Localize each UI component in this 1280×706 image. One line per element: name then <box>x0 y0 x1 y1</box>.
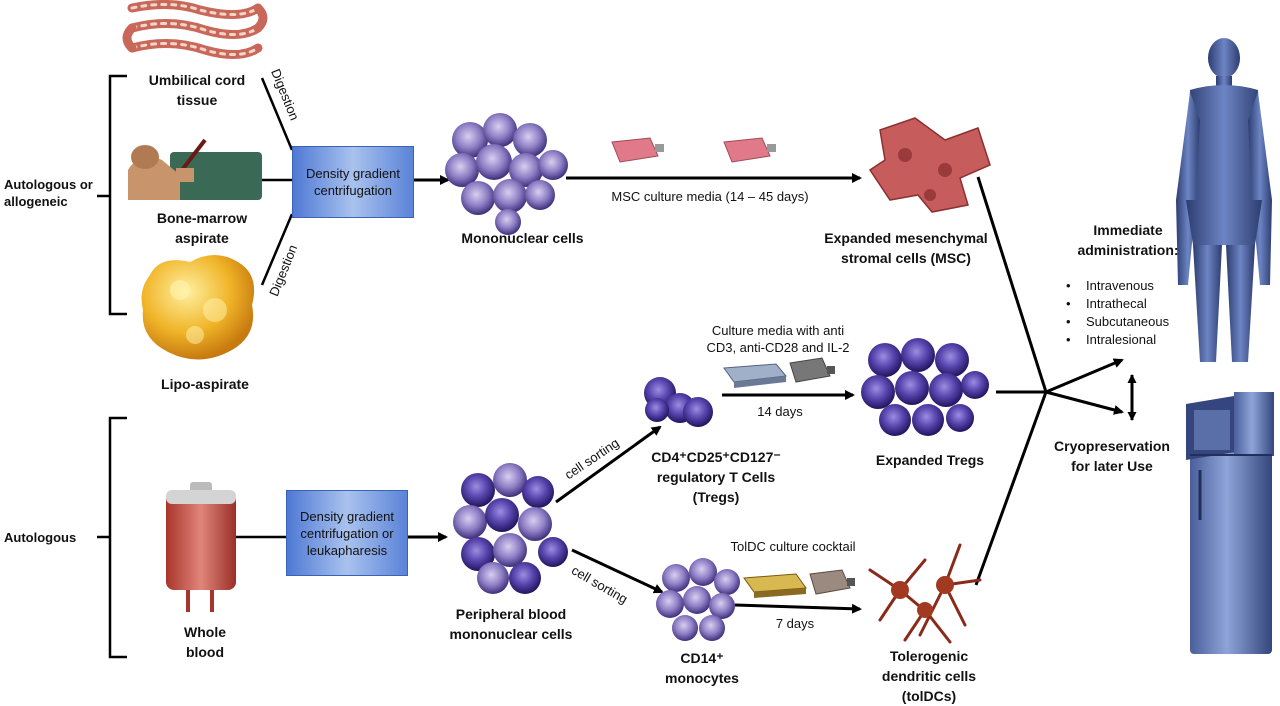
blood-bag-image <box>166 482 236 612</box>
tregs-days-label: 14 days <box>757 404 803 419</box>
route-item: Subcutaneous <box>1066 313 1186 331</box>
density-gradient-text-top: Density gradient centrifugation <box>306 166 400 198</box>
msc-media-label: MSC culture media (14 – 45 days) <box>611 189 809 204</box>
bone-marrow-label: Bone-marrow aspirate <box>156 210 248 246</box>
expanded-tregs-label: Expanded Tregs <box>875 452 985 468</box>
toldc-cells-image <box>868 543 982 644</box>
human-body-image <box>1176 38 1272 362</box>
autologous-or-allogeneic-label: Autologous or allogeneic <box>4 177 93 209</box>
expanded-tregs-image <box>861 338 989 436</box>
culture-flask-icon <box>789 357 835 383</box>
bracket-top <box>108 74 127 316</box>
toldc-label: Tolerogenic dendritic cells (tolDCs) <box>881 648 977 704</box>
lipo-aspirate-label: Lipo-aspirate <box>161 376 249 392</box>
bracket-bottom <box>108 416 127 659</box>
autologous-label: Autologous <box>4 530 77 545</box>
culture-flask-icon <box>611 137 664 163</box>
tregs-cell-label: CD4⁺CD25⁺CD127⁻ regulatory T Cells (Treg… <box>651 449 781 505</box>
culture-tray-icon <box>723 363 787 388</box>
immediate-administration-label: Immediate administration: <box>1077 222 1179 258</box>
density-gradient-box-bottom: Density gradient centrifugation or leuka… <box>286 490 408 576</box>
msc-cells-image <box>868 117 991 213</box>
toldc-media-label: TolDC culture cocktail <box>730 539 856 554</box>
expanded-msc-label: Expanded mesenchymal stromal cells (MSC) <box>824 230 988 266</box>
refrigerator-image <box>1186 392 1274 654</box>
density-gradient-box-top: Density gradient centrifugation <box>292 146 414 218</box>
tregs-media-label: Culture media with anti CD3, anti-CD28 a… <box>706 323 850 355</box>
mononuclear-cells-image <box>445 113 568 235</box>
umbilical-cord-image <box>122 0 268 59</box>
density-gradient-text-bottom: Density gradient centrifugation or leuka… <box>300 508 394 558</box>
monocytes-label: CD14⁺ monocytes <box>665 650 739 686</box>
monocytes-image <box>656 558 740 641</box>
whole-blood-label: Whole blood <box>184 624 226 660</box>
administration-routes-list: Intravenous Intrathecal Subcutaneous Int… <box>1066 277 1186 349</box>
umbilical-cord-label: Umbilical cord tissue <box>148 72 246 108</box>
culture-flask-icon <box>809 569 855 595</box>
bone-marrow-image <box>128 138 262 200</box>
route-item: Intralesional <box>1066 331 1186 349</box>
lipo-aspirate-image <box>141 255 255 360</box>
culture-tray-icon <box>743 573 807 598</box>
pbmc-label: Peripheral blood mononuclear cells <box>449 606 573 642</box>
pbmc-cells-image <box>453 463 568 594</box>
tregs-cells-image <box>644 377 713 427</box>
mononuclear-cells-label: Mononuclear cells <box>461 230 584 246</box>
toldc-days-label: 7 days <box>775 616 815 631</box>
cryopreservation-label: Cryopreservation for later Use <box>1054 438 1170 474</box>
culture-flask-icon <box>723 137 776 163</box>
route-item: Intrathecal <box>1066 295 1186 313</box>
route-item: Intravenous <box>1066 277 1186 295</box>
